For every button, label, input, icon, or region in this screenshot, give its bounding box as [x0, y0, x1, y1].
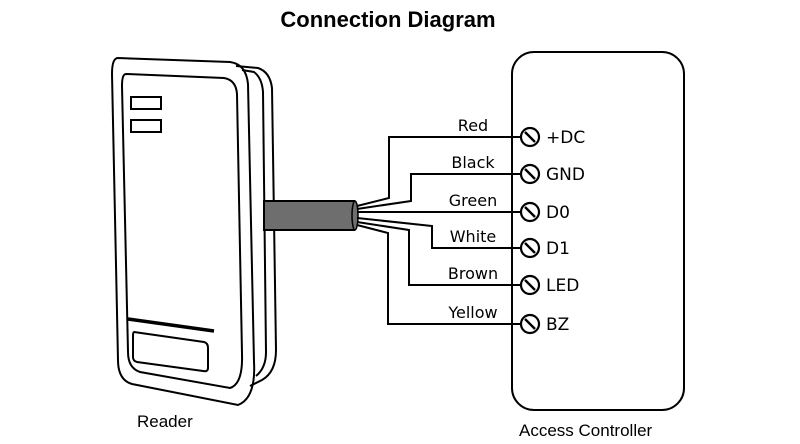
terminal-screw-icon — [519, 313, 541, 335]
wire-label: Black — [451, 153, 495, 172]
wire-label: White — [450, 227, 497, 246]
wire-label: Red — [458, 116, 488, 135]
terminal-screw-icon — [519, 201, 541, 223]
reader-window — [132, 330, 209, 373]
reader-device — [110, 56, 278, 407]
controller-label: Access Controller — [519, 421, 653, 440]
terminal-screw-icon — [519, 274, 541, 296]
diagram-title: Connection Diagram — [280, 7, 495, 32]
led-indicator-icon — [130, 119, 162, 133]
card-slot-line — [127, 317, 215, 333]
reader-front-face — [110, 56, 256, 407]
terminal-label: +DC — [546, 128, 585, 148]
wire-red — [356, 136, 520, 207]
wire-brown — [356, 221, 520, 286]
wire-white — [356, 217, 520, 249]
access-controller-box — [511, 51, 685, 411]
terminal-screw-icon — [519, 126, 541, 148]
wire-label: Green — [449, 191, 497, 210]
terminal-screw-icon — [519, 163, 541, 185]
wire-black — [356, 173, 520, 210]
wire-label: Yellow — [447, 303, 497, 322]
terminal-label: BZ — [546, 315, 569, 335]
wire-yellow — [356, 224, 520, 325]
led-indicator-icon — [130, 96, 162, 110]
terminal-label: LED — [546, 276, 579, 296]
terminal-label: GND — [546, 165, 585, 185]
terminal-screw-icon — [519, 237, 541, 259]
terminal-label: D0 — [546, 203, 570, 223]
reader-label: Reader — [137, 412, 193, 431]
wire-label: Brown — [448, 264, 498, 283]
reader-cable — [263, 200, 359, 231]
terminal-label: D1 — [546, 239, 570, 259]
